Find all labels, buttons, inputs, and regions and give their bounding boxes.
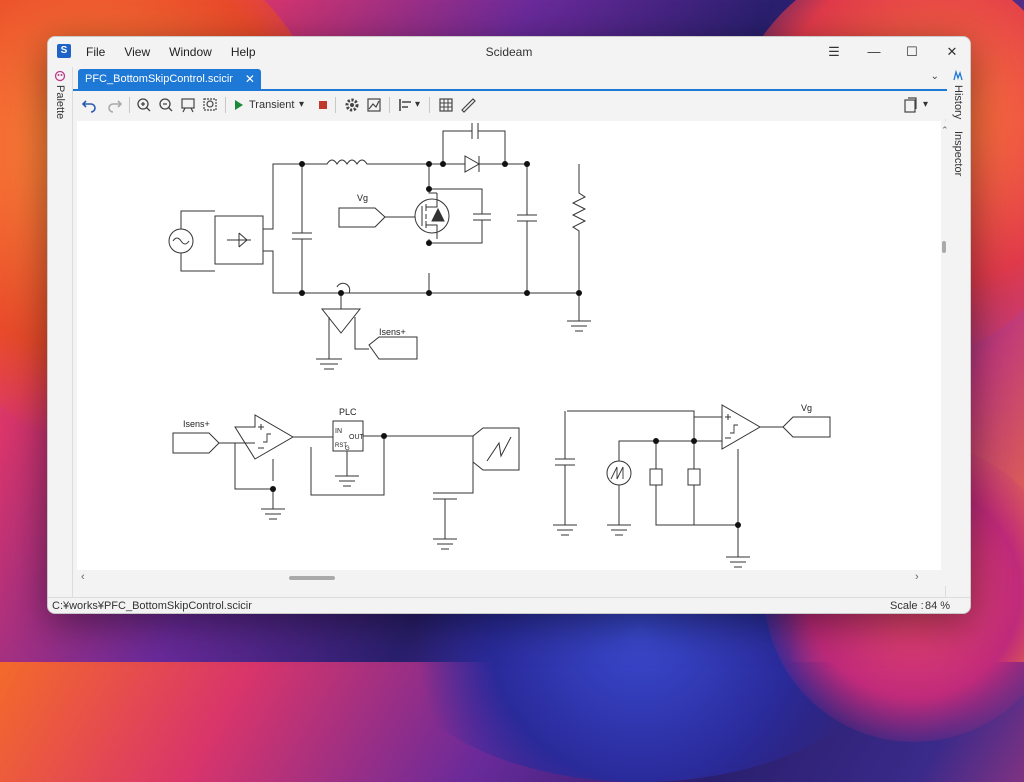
align-chevron-icon[interactable]: ▾	[415, 99, 421, 110]
palette-tab[interactable]: Palette	[54, 85, 66, 120]
undo-icon[interactable]	[81, 94, 99, 116]
isens-input-port	[172, 432, 220, 454]
scroll-left-icon[interactable]: ‹	[81, 571, 85, 583]
toolbar: Transient ▾ ▾ ▾	[73, 91, 947, 119]
inspector-tab[interactable]: Inspector	[952, 131, 964, 177]
hamburger-menu-icon[interactable]: ☰	[828, 44, 840, 59]
vg-output-label: Vg	[801, 403, 812, 413]
run-mode-chevron-icon[interactable]: ▾	[299, 99, 305, 110]
menu-help[interactable]: Help	[230, 45, 256, 59]
history-tab[interactable]: History	[952, 85, 964, 120]
ramp-generator	[472, 427, 520, 471]
graph-view-icon[interactable]	[365, 94, 383, 116]
zoom-out-icon[interactable]	[157, 94, 175, 116]
schematic-wires	[168, 123, 831, 568]
junction-dots	[270, 161, 741, 528]
tab-close-icon[interactable]: ✕	[244, 72, 255, 86]
menu-bar: File View Window Help	[86, 45, 275, 59]
maximize-button[interactable]: ☐	[906, 44, 918, 59]
palette-icon[interactable]	[54, 70, 66, 82]
plc-g-label: G	[345, 446, 350, 452]
scroll-up-icon[interactable]: ⌃	[941, 125, 949, 135]
vertical-scroll-thumb[interactable]	[942, 241, 946, 253]
pwm-comparator	[721, 404, 761, 450]
comparator	[234, 414, 294, 460]
scroll-right-icon[interactable]: ›	[915, 571, 919, 583]
menu-window[interactable]: Window	[169, 45, 212, 59]
plc-rst-label: RST	[335, 443, 347, 449]
export-icon[interactable]	[901, 94, 919, 116]
stop-icon[interactable]	[317, 94, 329, 116]
zoom-in-icon[interactable]	[135, 94, 153, 116]
vertical-scrollbar[interactable]: ⌃	[941, 121, 949, 573]
document-tab-bar: PFC_BottomSkipControl.scicir ✕ ⌄	[73, 67, 947, 91]
app-logo-icon: S	[57, 44, 71, 58]
zoom-selection-icon[interactable]	[201, 94, 219, 116]
sawtooth-source-icon	[606, 460, 632, 486]
title-bar: S File View Window Help Scideam ☰ — ☐ ✕	[48, 37, 970, 67]
ruler-icon[interactable]	[459, 94, 477, 116]
isens-output-label: Isens+	[379, 327, 406, 337]
current-sensor	[320, 308, 362, 334]
zoom-fit-icon[interactable]	[179, 94, 197, 116]
status-bar: C:¥works¥PFC_BottomSkipControl.scicir Sc…	[48, 597, 970, 613]
schematic-canvas[interactable]: Vg Isens+ Isens+ PLC IN OUT RST G Vg	[77, 121, 941, 573]
run-play-icon[interactable]	[233, 94, 245, 116]
right-side-strip: History Inspector	[945, 67, 970, 597]
align-icon[interactable]	[397, 94, 415, 116]
menu-file[interactable]: File	[86, 45, 106, 59]
settings-gear-icon[interactable]	[343, 94, 361, 116]
scale-label: Scale :	[890, 600, 924, 612]
history-icon[interactable]	[952, 70, 964, 82]
run-mode-label[interactable]: Transient	[249, 99, 295, 111]
mosfet-icon	[414, 198, 450, 234]
file-path: C:¥works¥PFC_BottomSkipControl.scicir	[52, 600, 252, 612]
tab-list-chevron-icon[interactable]: ⌄	[930, 71, 939, 82]
horizontal-scroll-thumb[interactable]	[289, 576, 335, 580]
document-tab[interactable]: PFC_BottomSkipControl.scicir ✕	[78, 69, 261, 89]
isens-output-port	[368, 336, 418, 360]
redo-icon[interactable]	[105, 94, 123, 116]
bridge-rectifier	[214, 215, 264, 265]
menu-view[interactable]: View	[124, 45, 151, 59]
palette-strip: Palette	[48, 67, 73, 597]
scale-value: 84 %	[925, 600, 951, 612]
plc-label: PLC	[339, 407, 357, 417]
export-chevron-icon[interactable]: ▾	[923, 99, 929, 110]
vg-input-port	[338, 207, 386, 228]
plc-in-label: IN	[335, 428, 342, 435]
vg-output-port	[782, 416, 831, 438]
horizontal-scrollbar[interactable]: ‹ ›	[77, 570, 947, 586]
grid-icon[interactable]	[437, 94, 455, 116]
plc-out-label: OUT	[349, 434, 365, 441]
vg-input-label: Vg	[357, 193, 368, 203]
isens-input-label: Isens+	[183, 419, 210, 429]
document-tab-label: PFC_BottomSkipControl.scicir	[85, 73, 233, 85]
close-button[interactable]: ✕	[946, 44, 958, 59]
minimize-button[interactable]: —	[867, 44, 881, 59]
app-window: S File View Window Help Scideam ☰ — ☐ ✕ …	[47, 36, 971, 614]
